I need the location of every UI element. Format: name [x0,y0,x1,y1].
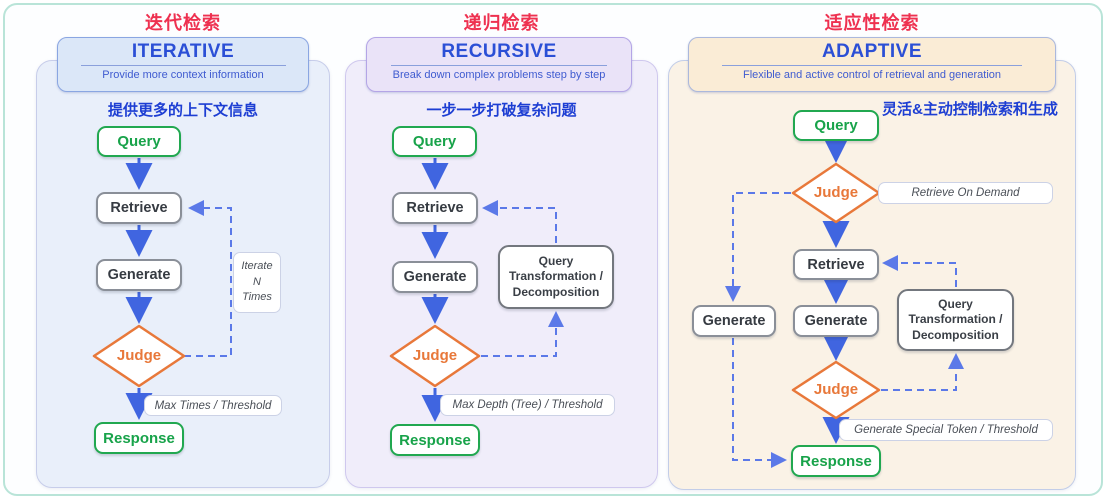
recursive-generate-node: Generate [392,261,478,293]
adaptive-generate-main-node: Generate [793,305,879,337]
card-adaptive-title: ADAPTIVE [821,41,923,62]
iterate-note-line: N [253,275,261,288]
transform-line: Query [538,253,574,268]
card-recursive-title: RECURSIVE [441,41,557,62]
card-recursive-rule [390,64,608,66]
heading-adaptive-zh: 适应性检索 [824,13,920,33]
adaptive-judge-top-label: Judge [813,184,859,201]
card-adaptive-rule [721,64,1023,66]
recursive-transform-node: Query Transformation / Decomposition [498,245,614,309]
caption-iterative-zh: 提供更多的上下文信息 [107,102,258,119]
heading-iterative-zh: 迭代检索 [145,13,221,33]
transform-line: Transformation / [908,312,1003,327]
iterative-query-node: Query [97,126,181,157]
adaptive-threshold-note: Generate Special Token / Threshold [839,419,1053,441]
caption-adaptive-zh: 灵活&主动控制检索和生成 [882,101,1058,118]
adaptive-query-node: Query [793,110,879,141]
transform-line: Query [938,296,973,311]
card-iterative: ITERATIVE Provide more context informati… [57,37,309,92]
iterative-retrieve-node: Retrieve [96,192,182,224]
adaptive-transform-node: Query Transformation / Decomposition [897,289,1014,351]
heading-recursive-zh: 递归检索 [463,13,540,33]
card-adaptive-subtitle: Flexible and active control of retrieval… [742,68,1002,81]
recursive-query-node: Query [392,126,477,157]
adaptive-retrieve-node: Retrieve [793,249,879,280]
transform-line: Decomposition [912,327,999,342]
iterate-note-line: Iterate [241,259,273,272]
card-recursive-subtitle: Break down complex problems step by step [392,68,606,81]
transform-line: Transformation / [508,269,603,284]
recursive-judge-label: Judge [412,347,458,364]
iterative-response-node: Response [94,422,184,454]
caption-recursive-zh: 一步一步打破复杂问题 [426,102,577,119]
adaptive-judge-bottom-label: Judge [813,381,859,398]
card-adaptive: ADAPTIVE Flexible and active control of … [688,37,1056,92]
adaptive-response-node: Response [791,445,881,477]
adaptive-retrieve-note: Retrieve On Demand [878,182,1053,204]
recursive-threshold-note: Max Depth (Tree) / Threshold [440,394,615,416]
recursive-response-node: Response [390,424,480,456]
adaptive-generate-side-node: Generate [692,305,776,337]
iterate-note-line: Times [242,291,272,304]
card-recursive: RECURSIVE Break down complex problems st… [366,37,632,92]
iterative-generate-node: Generate [96,259,182,291]
iterative-threshold-note: Max Times / Threshold [144,395,282,416]
card-iterative-subtitle: Provide more context information [102,68,264,81]
recursive-retrieve-node: Retrieve [392,192,478,224]
card-iterative-rule [80,64,286,66]
iterative-judge-label: Judge [116,347,162,364]
iterative-iterate-note: Iterate N Times [233,252,281,313]
card-iterative-title: ITERATIVE [131,41,235,62]
transform-line: Decomposition [512,284,600,299]
panel-iterative [36,60,330,488]
